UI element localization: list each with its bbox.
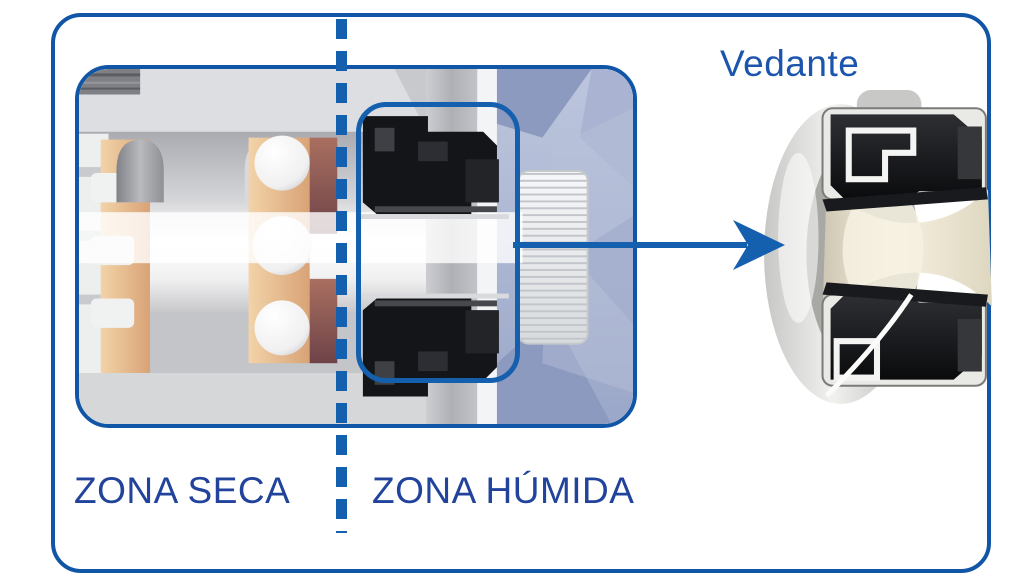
seal-label: Vedante <box>720 43 860 84</box>
seal-detail-figure <box>760 86 996 410</box>
wet-zone-label: ZONA HÚMIDA <box>372 470 635 511</box>
mechanical-seal-detail-image <box>764 90 992 404</box>
dry-zone-label: ZONA SECA <box>74 470 291 511</box>
seal-highlight-box <box>356 102 520 383</box>
motor-cross-section-image <box>79 69 633 424</box>
arrow-right-icon <box>513 220 785 270</box>
dashed-zone-divider <box>336 19 347 533</box>
cross-section-figure <box>75 65 637 428</box>
